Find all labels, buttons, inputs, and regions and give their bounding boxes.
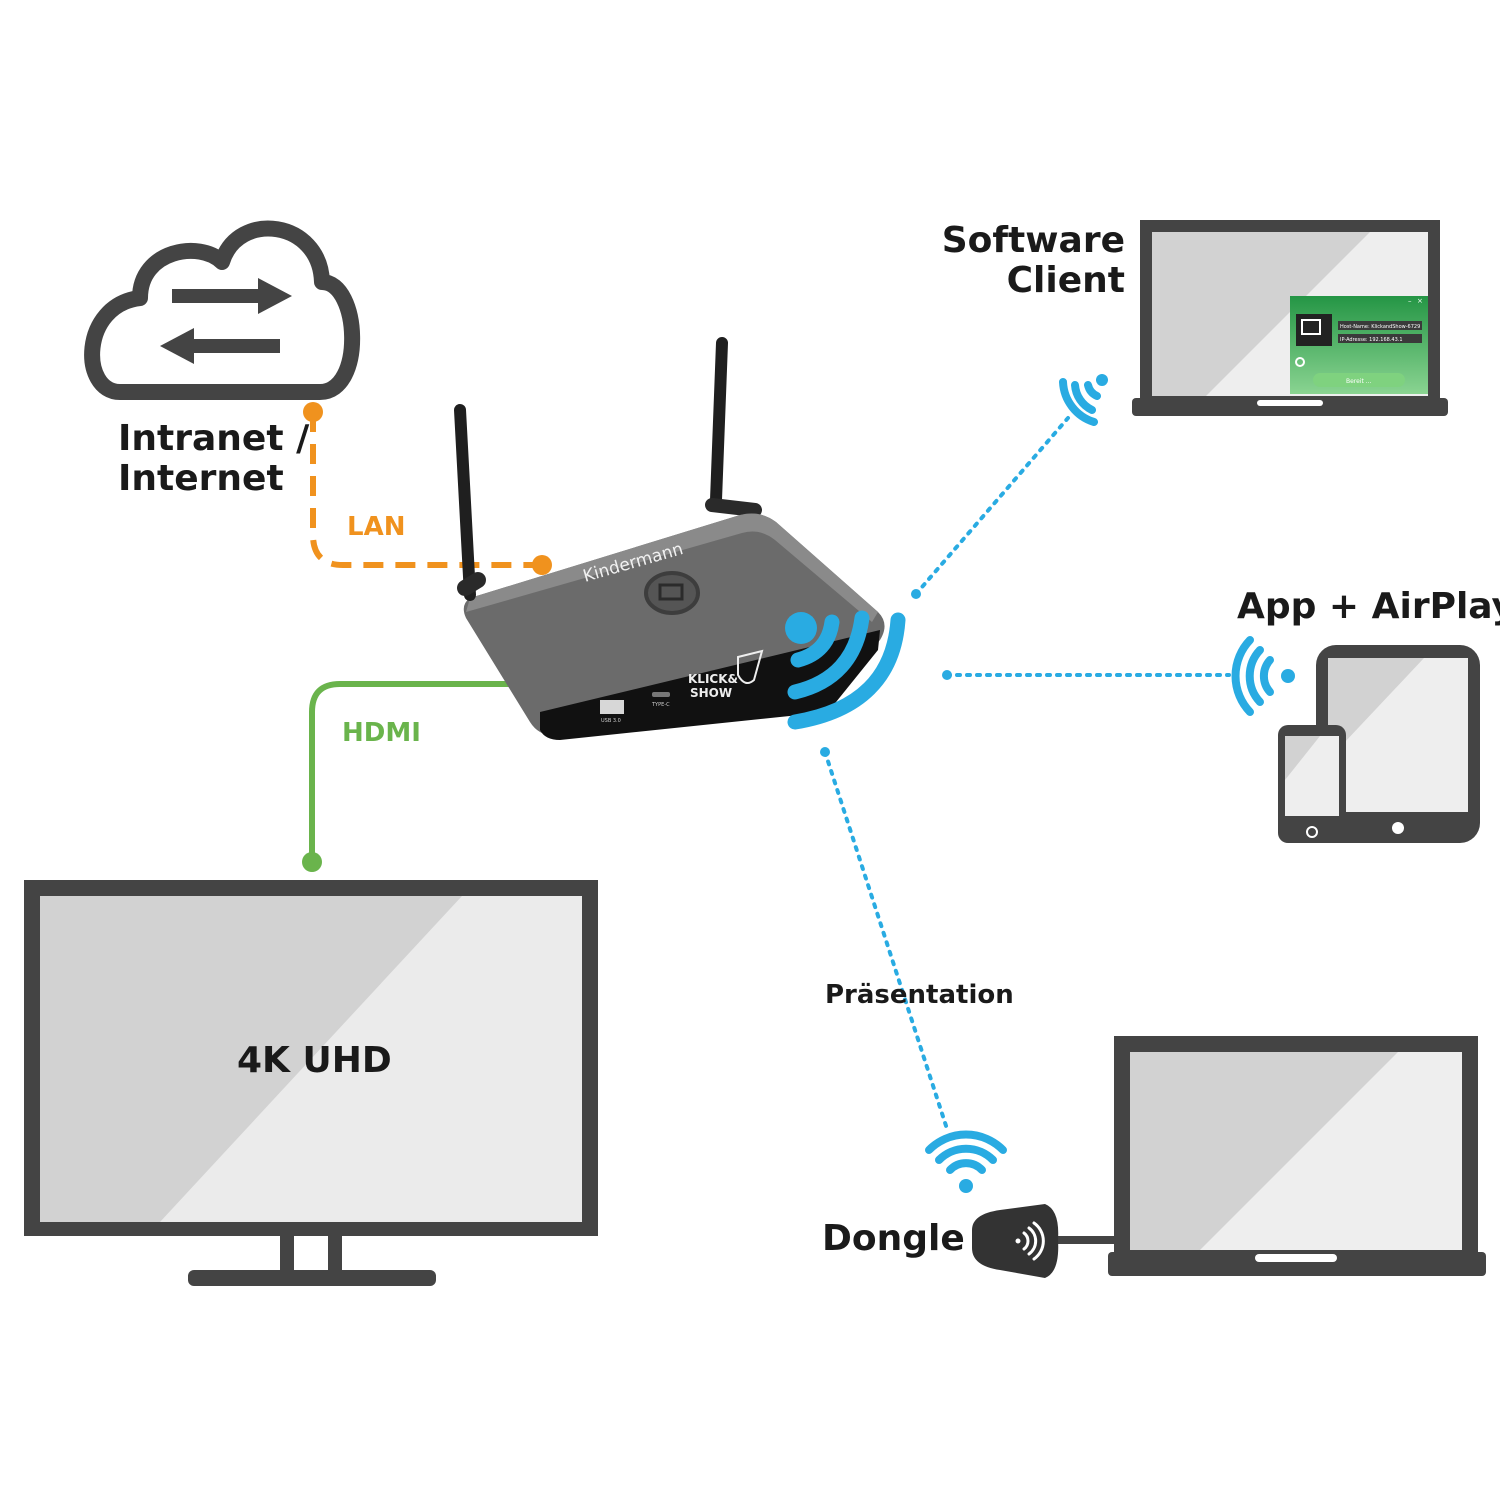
hdmi-label: HDMI bbox=[342, 718, 421, 748]
dongle-signal-icon bbox=[1015, 1221, 1045, 1261]
badge-line2: SHOW bbox=[690, 686, 732, 700]
client-host-row: Host-Name: KlickandShow-6729 bbox=[1340, 324, 1420, 330]
usb-port bbox=[600, 700, 624, 714]
badge-line1: KLICK& bbox=[688, 672, 738, 686]
lan-label: LAN bbox=[347, 512, 406, 542]
client-wifi-icon bbox=[1059, 374, 1108, 426]
dongle-wifi-icon bbox=[925, 1130, 1007, 1193]
tablet-and-phone bbox=[1278, 645, 1480, 843]
window-close-icon: × bbox=[1417, 297, 1423, 305]
usb-port-label: USB 3.0 bbox=[601, 718, 621, 724]
software-client-line2: Client bbox=[1006, 260, 1125, 302]
presentation-receiver: Kindermann USB 3.0 TYPE-C KLICK& SHOW bbox=[454, 337, 885, 740]
dongle-laptop bbox=[1056, 1036, 1486, 1276]
typec-port-label: TYPE-C bbox=[651, 702, 670, 708]
cloud-label-line2: Internet bbox=[118, 458, 284, 500]
software-client-label: Software Client bbox=[940, 220, 1125, 302]
tv-4k-uhd bbox=[24, 880, 598, 1286]
settings-gear-icon bbox=[1295, 357, 1305, 367]
cloud-label: Intranet / Internet bbox=[118, 418, 310, 500]
software-client-laptop: Host-Name: KlickandShow-6729 IP-Adresse:… bbox=[1132, 220, 1448, 416]
app-wifi-icon bbox=[1231, 636, 1295, 716]
tv-label: 4K UHD bbox=[237, 1040, 392, 1081]
client-ready-button: Bereit ... bbox=[1346, 378, 1372, 385]
presentation-label: Präsentation bbox=[825, 980, 1014, 1010]
client-software-window: Host-Name: KlickandShow-6729 IP-Adresse:… bbox=[1290, 296, 1428, 394]
client-ip-row: IP-Adresse: 192.168.43.1 bbox=[1340, 337, 1403, 343]
wireless-links bbox=[823, 416, 1231, 1134]
cloud-icon bbox=[84, 220, 361, 400]
software-client-line1: Software bbox=[941, 220, 1125, 261]
device-wifi-icon bbox=[785, 610, 906, 730]
dongle-label: Dongle bbox=[822, 1218, 965, 1259]
dongle-device bbox=[972, 1204, 1059, 1278]
cloud-label-line1: Intranet / bbox=[118, 418, 310, 459]
window-minimize-icon: – bbox=[1408, 297, 1412, 305]
app-airplay-label: App + AirPlay bbox=[1237, 586, 1500, 627]
typec-port bbox=[652, 692, 670, 697]
lan-connection bbox=[303, 402, 552, 575]
